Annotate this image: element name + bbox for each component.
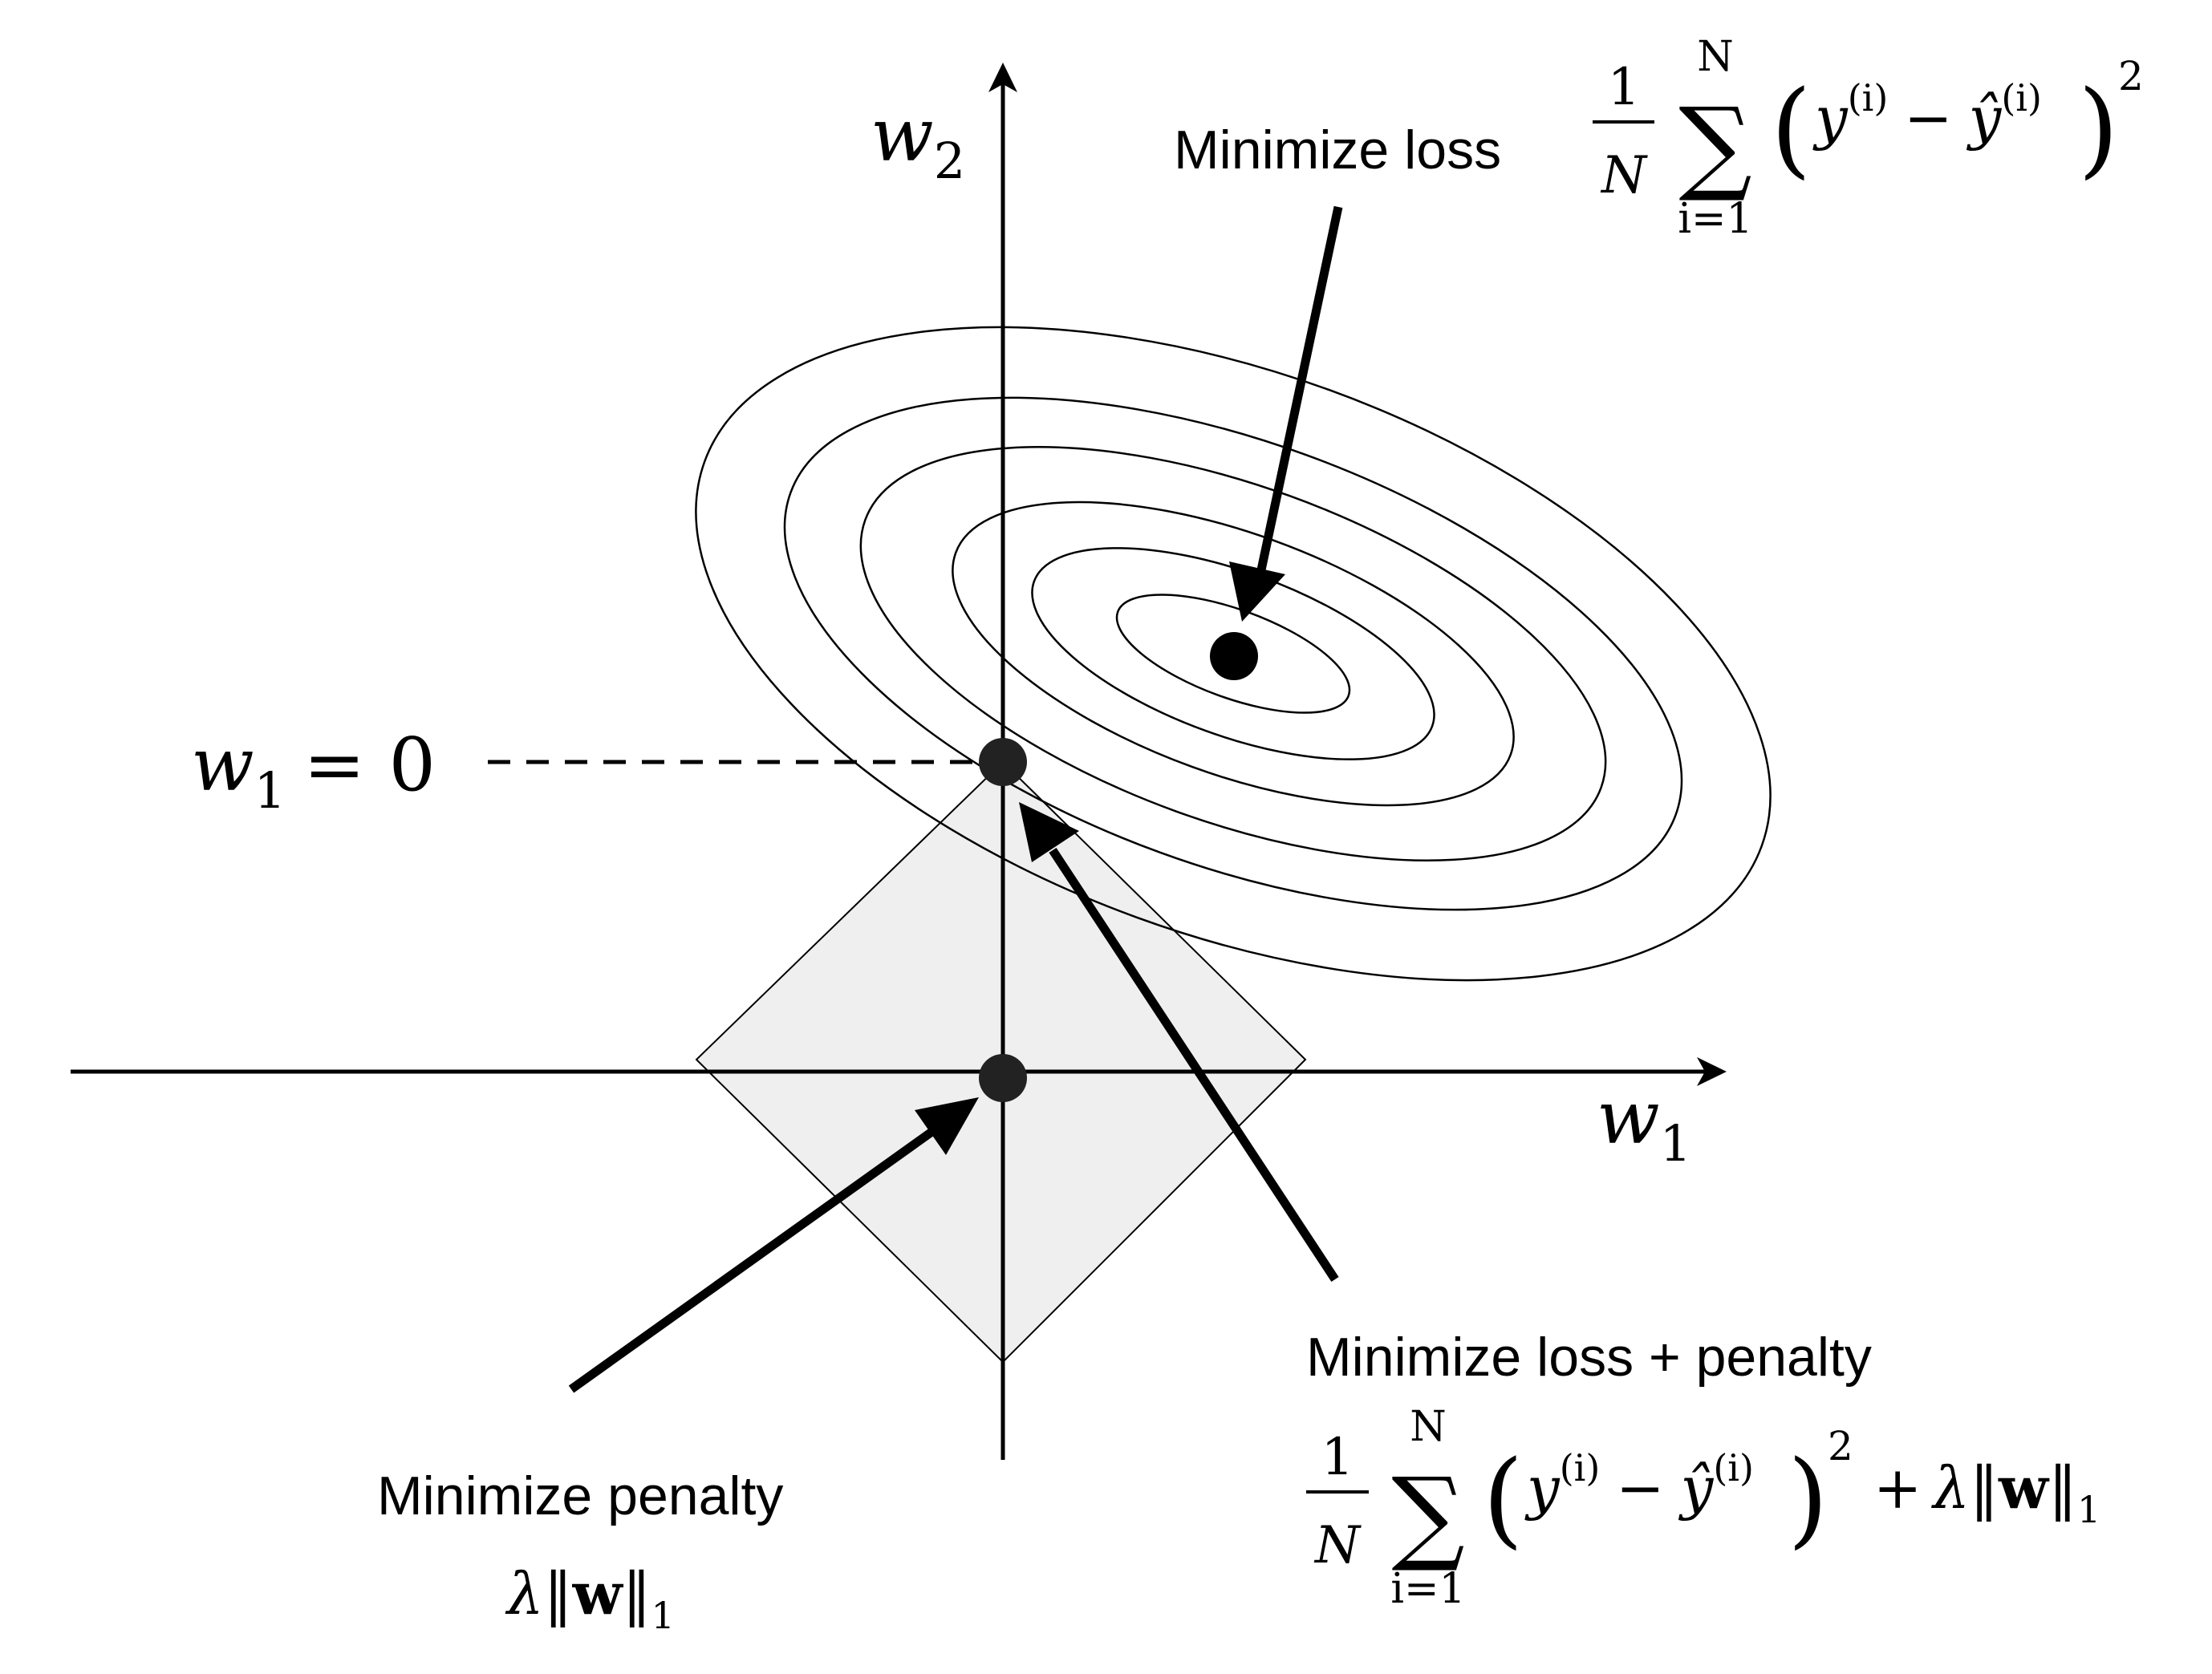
loss-penalty-arrowhead bbox=[1019, 802, 1079, 862]
svg-text:N: N bbox=[1697, 33, 1734, 81]
svg-text:1: 1 bbox=[1608, 58, 1641, 117]
w1-axis-label: w1 bbox=[1597, 1075, 1691, 1173]
svg-text:2: 2 bbox=[1828, 1423, 1853, 1469]
minimize-loss-arrowhead bbox=[1229, 561, 1285, 622]
svg-text:(: ( bbox=[1771, 67, 1812, 189]
loss-penalty-formula: 1 N N ∑ i=1 ( y(i)−ŷ(i) ) 2 +λ‖w‖1 bbox=[1306, 1403, 2100, 1613]
svg-text:): ) bbox=[2078, 67, 2119, 189]
loss-contours bbox=[695, 326, 1772, 982]
minimize-loss-arrow-shaft bbox=[1255, 205, 1343, 579]
svg-text:): ) bbox=[1788, 1437, 1828, 1559]
svg-text:1: 1 bbox=[1321, 1428, 1354, 1487]
contour-ellipse-4 bbox=[859, 446, 1607, 861]
svg-text:N: N bbox=[1410, 1403, 1447, 1451]
contour-ellipse-3 bbox=[952, 501, 1515, 807]
minimize-loss-label: Minimize loss bbox=[1174, 120, 1501, 180]
svg-text:y(i)−ŷ(i): y(i)−ŷ(i) bbox=[1524, 1446, 1754, 1522]
svg-text:i=1: i=1 bbox=[1678, 195, 1752, 243]
minimize-loss-penalty-label: Minimize loss + penalty bbox=[1306, 1327, 1872, 1388]
svg-text:∑: ∑ bbox=[1391, 1456, 1464, 1575]
svg-text:i=1: i=1 bbox=[1390, 1565, 1465, 1613]
loss-penalty-arrow-shaft bbox=[1049, 847, 1339, 1283]
w1-axis-arrowhead bbox=[1697, 1057, 1727, 1086]
svg-text:2: 2 bbox=[2118, 53, 2144, 99]
svg-text:∑: ∑ bbox=[1678, 86, 1751, 205]
minimize-penalty-arrow-shaft bbox=[568, 1129, 934, 1393]
w2-axis-label: w2 bbox=[871, 92, 965, 190]
arrows bbox=[568, 205, 1343, 1393]
contour-ellipse-6 bbox=[695, 326, 1772, 982]
contour-ellipse-5 bbox=[783, 396, 1683, 911]
w1-equals-zero-label: w1= 0 bbox=[191, 722, 436, 820]
svg-text:(: ( bbox=[1483, 1437, 1524, 1559]
origin-point bbox=[979, 1054, 1027, 1102]
minimize-penalty-label: Minimize penalty bbox=[377, 1465, 783, 1526]
unconstrained-minimum-point bbox=[1210, 632, 1258, 680]
penalty-formula: λ‖w‖1 bbox=[505, 1559, 675, 1637]
svg-text:N: N bbox=[1600, 146, 1648, 205]
minimize-penalty-arrowhead bbox=[915, 1097, 979, 1155]
svg-text:+λ‖w‖1: +λ‖w‖1 bbox=[1873, 1453, 2100, 1531]
loss-formula: 1 N N ∑ i=1 ( y(i)−ŷ(i) ) 2 bbox=[1593, 33, 2144, 243]
w2-axis-arrowhead bbox=[988, 63, 1017, 92]
svg-text:y(i)−ŷ(i): y(i)−ŷ(i) bbox=[1812, 76, 2042, 152]
lasso-solution-point bbox=[979, 738, 1027, 786]
svg-text:N: N bbox=[1313, 1516, 1362, 1575]
